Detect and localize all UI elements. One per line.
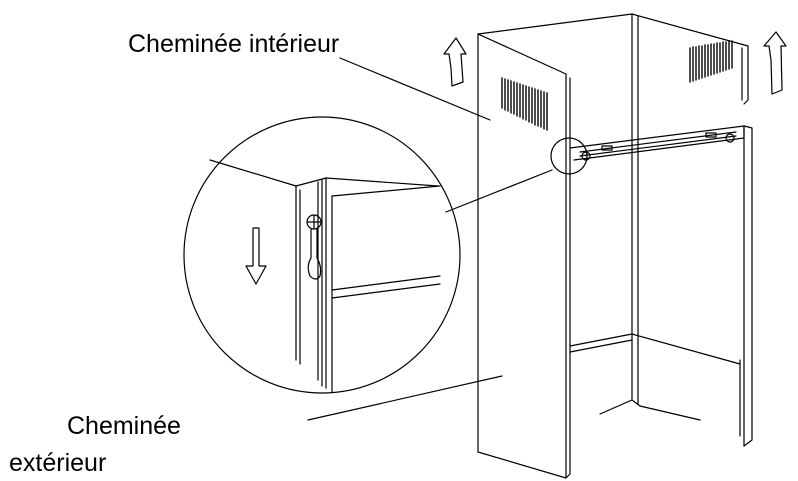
leader-line-outer — [307, 375, 503, 421]
detail-marker — [550, 137, 588, 175]
inner-chimney — [477, 13, 749, 151]
label-outer-chimney-line2: extérieur — [9, 449, 107, 477]
label-inner-chimney: Cheminée intérieur — [128, 30, 340, 58]
detail-arrow-icon — [245, 227, 267, 285]
label-outer-chimney-line1: Cheminée — [67, 412, 181, 440]
vent-right — [689, 40, 733, 83]
lift-arrow-right-icon — [763, 31, 787, 95]
leader-line-detail — [445, 169, 553, 213]
lift-arrow-left-icon — [443, 37, 467, 87]
leader-line-inner — [339, 57, 491, 121]
detail-magnifier — [183, 116, 461, 394]
outer-chimney — [477, 125, 753, 479]
vent-left — [501, 77, 548, 131]
